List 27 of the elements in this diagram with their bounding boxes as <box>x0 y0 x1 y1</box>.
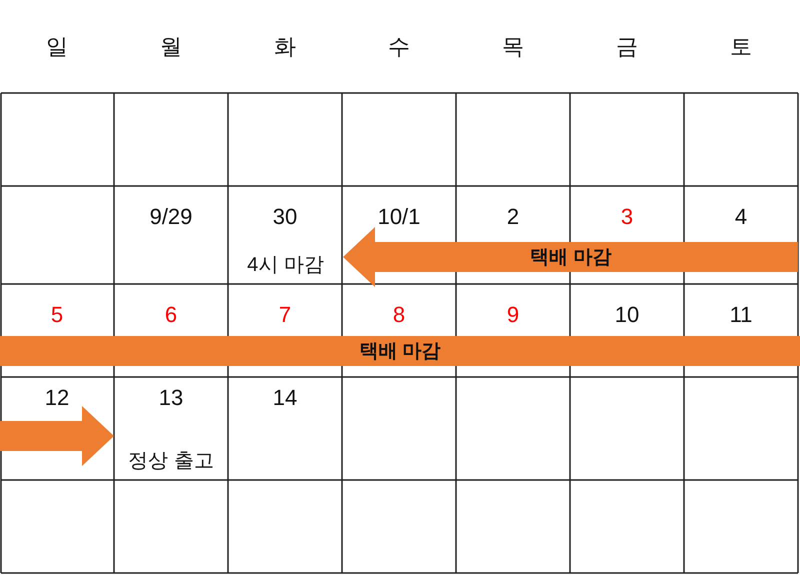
weekday-label: 월 <box>159 34 183 60</box>
weekday-label: 일 <box>45 34 69 60</box>
date-number: 2 <box>506 204 520 230</box>
date-number: 5 <box>50 302 64 328</box>
date-number: 9 <box>506 302 520 328</box>
date-number: 7 <box>278 302 292 328</box>
date-number: 11 <box>728 302 754 328</box>
date-number: 10 <box>614 302 640 328</box>
date-number: 14 <box>272 385 298 411</box>
weekday-label: 목 <box>501 34 525 60</box>
date-number: 6 <box>164 302 178 328</box>
date-number: 3 <box>620 204 634 230</box>
note-text: 정상 출고 <box>114 446 228 474</box>
weekday-label: 금 <box>615 34 639 60</box>
weekday-label: 화 <box>273 34 297 60</box>
note-text: 4시 마감 <box>228 250 343 278</box>
weekday-label: 수 <box>387 34 411 60</box>
deadline-band: 택배 마감 <box>0 336 800 366</box>
date-number: 4 <box>734 204 748 230</box>
date-number: 30 <box>272 204 298 230</box>
date-number: 10/1 <box>376 204 422 230</box>
date-number: 13 <box>158 385 184 411</box>
arrow <box>0 406 114 466</box>
date-number: 8 <box>392 302 406 328</box>
weekday-label: 토 <box>729 34 753 60</box>
date-number: 12 <box>44 385 70 411</box>
date-number: 9/29 <box>148 204 194 230</box>
